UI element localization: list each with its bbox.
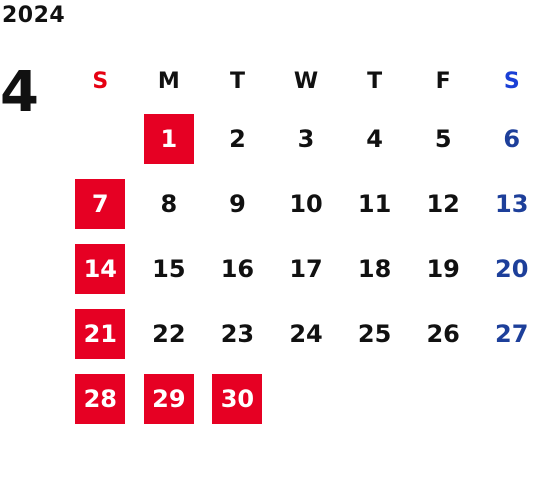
calendar-day-holiday[interactable]: 14 [66, 243, 135, 294]
calendar-day[interactable]: 19 [426, 254, 460, 283]
calendar-day-holiday[interactable]: 7 [66, 178, 135, 229]
calendar-day-number: 30 [212, 373, 263, 424]
weekday-wednesday: W [293, 68, 319, 94]
weekday-monday: M [157, 68, 180, 94]
calendar-day[interactable]: 18 [357, 254, 392, 283]
weekday-friday: F [435, 68, 451, 94]
calendar-day-number: 29 [143, 373, 194, 424]
month-label: 4 [0, 60, 39, 125]
calendar-day[interactable]: 11 [357, 189, 392, 218]
calendar-day[interactable]: 25 [357, 319, 392, 348]
calendar-day[interactable]: 2 [229, 124, 246, 153]
calendar-empty-cell [66, 114, 135, 164]
calendar-day[interactable]: 10 [289, 189, 323, 218]
calendar-week-row: 1 2 3 4 5 6 [66, 106, 546, 171]
calendar-day-saturday[interactable]: 6 [503, 124, 521, 153]
calendar-week-row: 21 22 23 24 25 26 27 [66, 301, 546, 366]
calendar-day[interactable]: 3 [297, 124, 315, 153]
calendar-day[interactable]: 15 [152, 254, 186, 283]
weekday-sunday: S [92, 68, 109, 94]
calendar-day[interactable]: 9 [229, 189, 246, 218]
calendar-week-row: 7 8 9 10 11 12 13 [66, 171, 546, 236]
calendar-day[interactable]: 16 [220, 254, 255, 283]
calendar-day[interactable]: 12 [426, 189, 460, 218]
calendar-day-number: 7 [75, 178, 126, 229]
calendar-day[interactable]: 22 [152, 319, 186, 348]
calendar-empty-cell [477, 374, 546, 424]
calendar-day-saturday[interactable]: 27 [495, 319, 529, 348]
calendar-day[interactable]: 17 [289, 254, 323, 283]
calendar-day-number: 21 [75, 308, 126, 359]
calendar-day-holiday[interactable]: 28 [66, 373, 135, 424]
calendar-day[interactable]: 26 [426, 319, 460, 348]
calendar-day[interactable]: 4 [366, 124, 383, 153]
weekday-tuesday: T [229, 68, 245, 94]
calendar-day-holiday[interactable]: 30 [203, 373, 272, 424]
calendar-day-saturday[interactable]: 20 [495, 254, 529, 283]
calendar-day-number: 1 [143, 113, 194, 164]
calendar-day-number: 14 [75, 243, 126, 294]
calendar-day-holiday[interactable]: 21 [66, 308, 135, 359]
calendar-day[interactable]: 8 [160, 189, 178, 218]
weekday-thursday: T [367, 68, 383, 94]
calendar-empty-cell [340, 374, 409, 424]
calendar-week-row: 28 29 30 [66, 366, 546, 431]
calendar-empty-cell [272, 374, 341, 424]
calendar-day[interactable]: 24 [289, 319, 323, 348]
weekday-header-row: S M T W T F S [66, 56, 546, 106]
calendar-day[interactable]: 5 [434, 124, 452, 153]
calendar-week-row: 14 15 16 17 18 19 20 [66, 236, 546, 301]
calendar-day-saturday[interactable]: 13 [495, 189, 529, 218]
calendar-day-number: 28 [75, 373, 126, 424]
calendar-empty-cell [409, 374, 478, 424]
calendar-day-holiday[interactable]: 29 [135, 373, 204, 424]
calendar-day-holiday[interactable]: 1 [135, 113, 204, 164]
year-label: 2024 [2, 3, 66, 28]
calendar-day[interactable]: 23 [220, 319, 255, 348]
weekday-saturday: S [503, 68, 520, 94]
